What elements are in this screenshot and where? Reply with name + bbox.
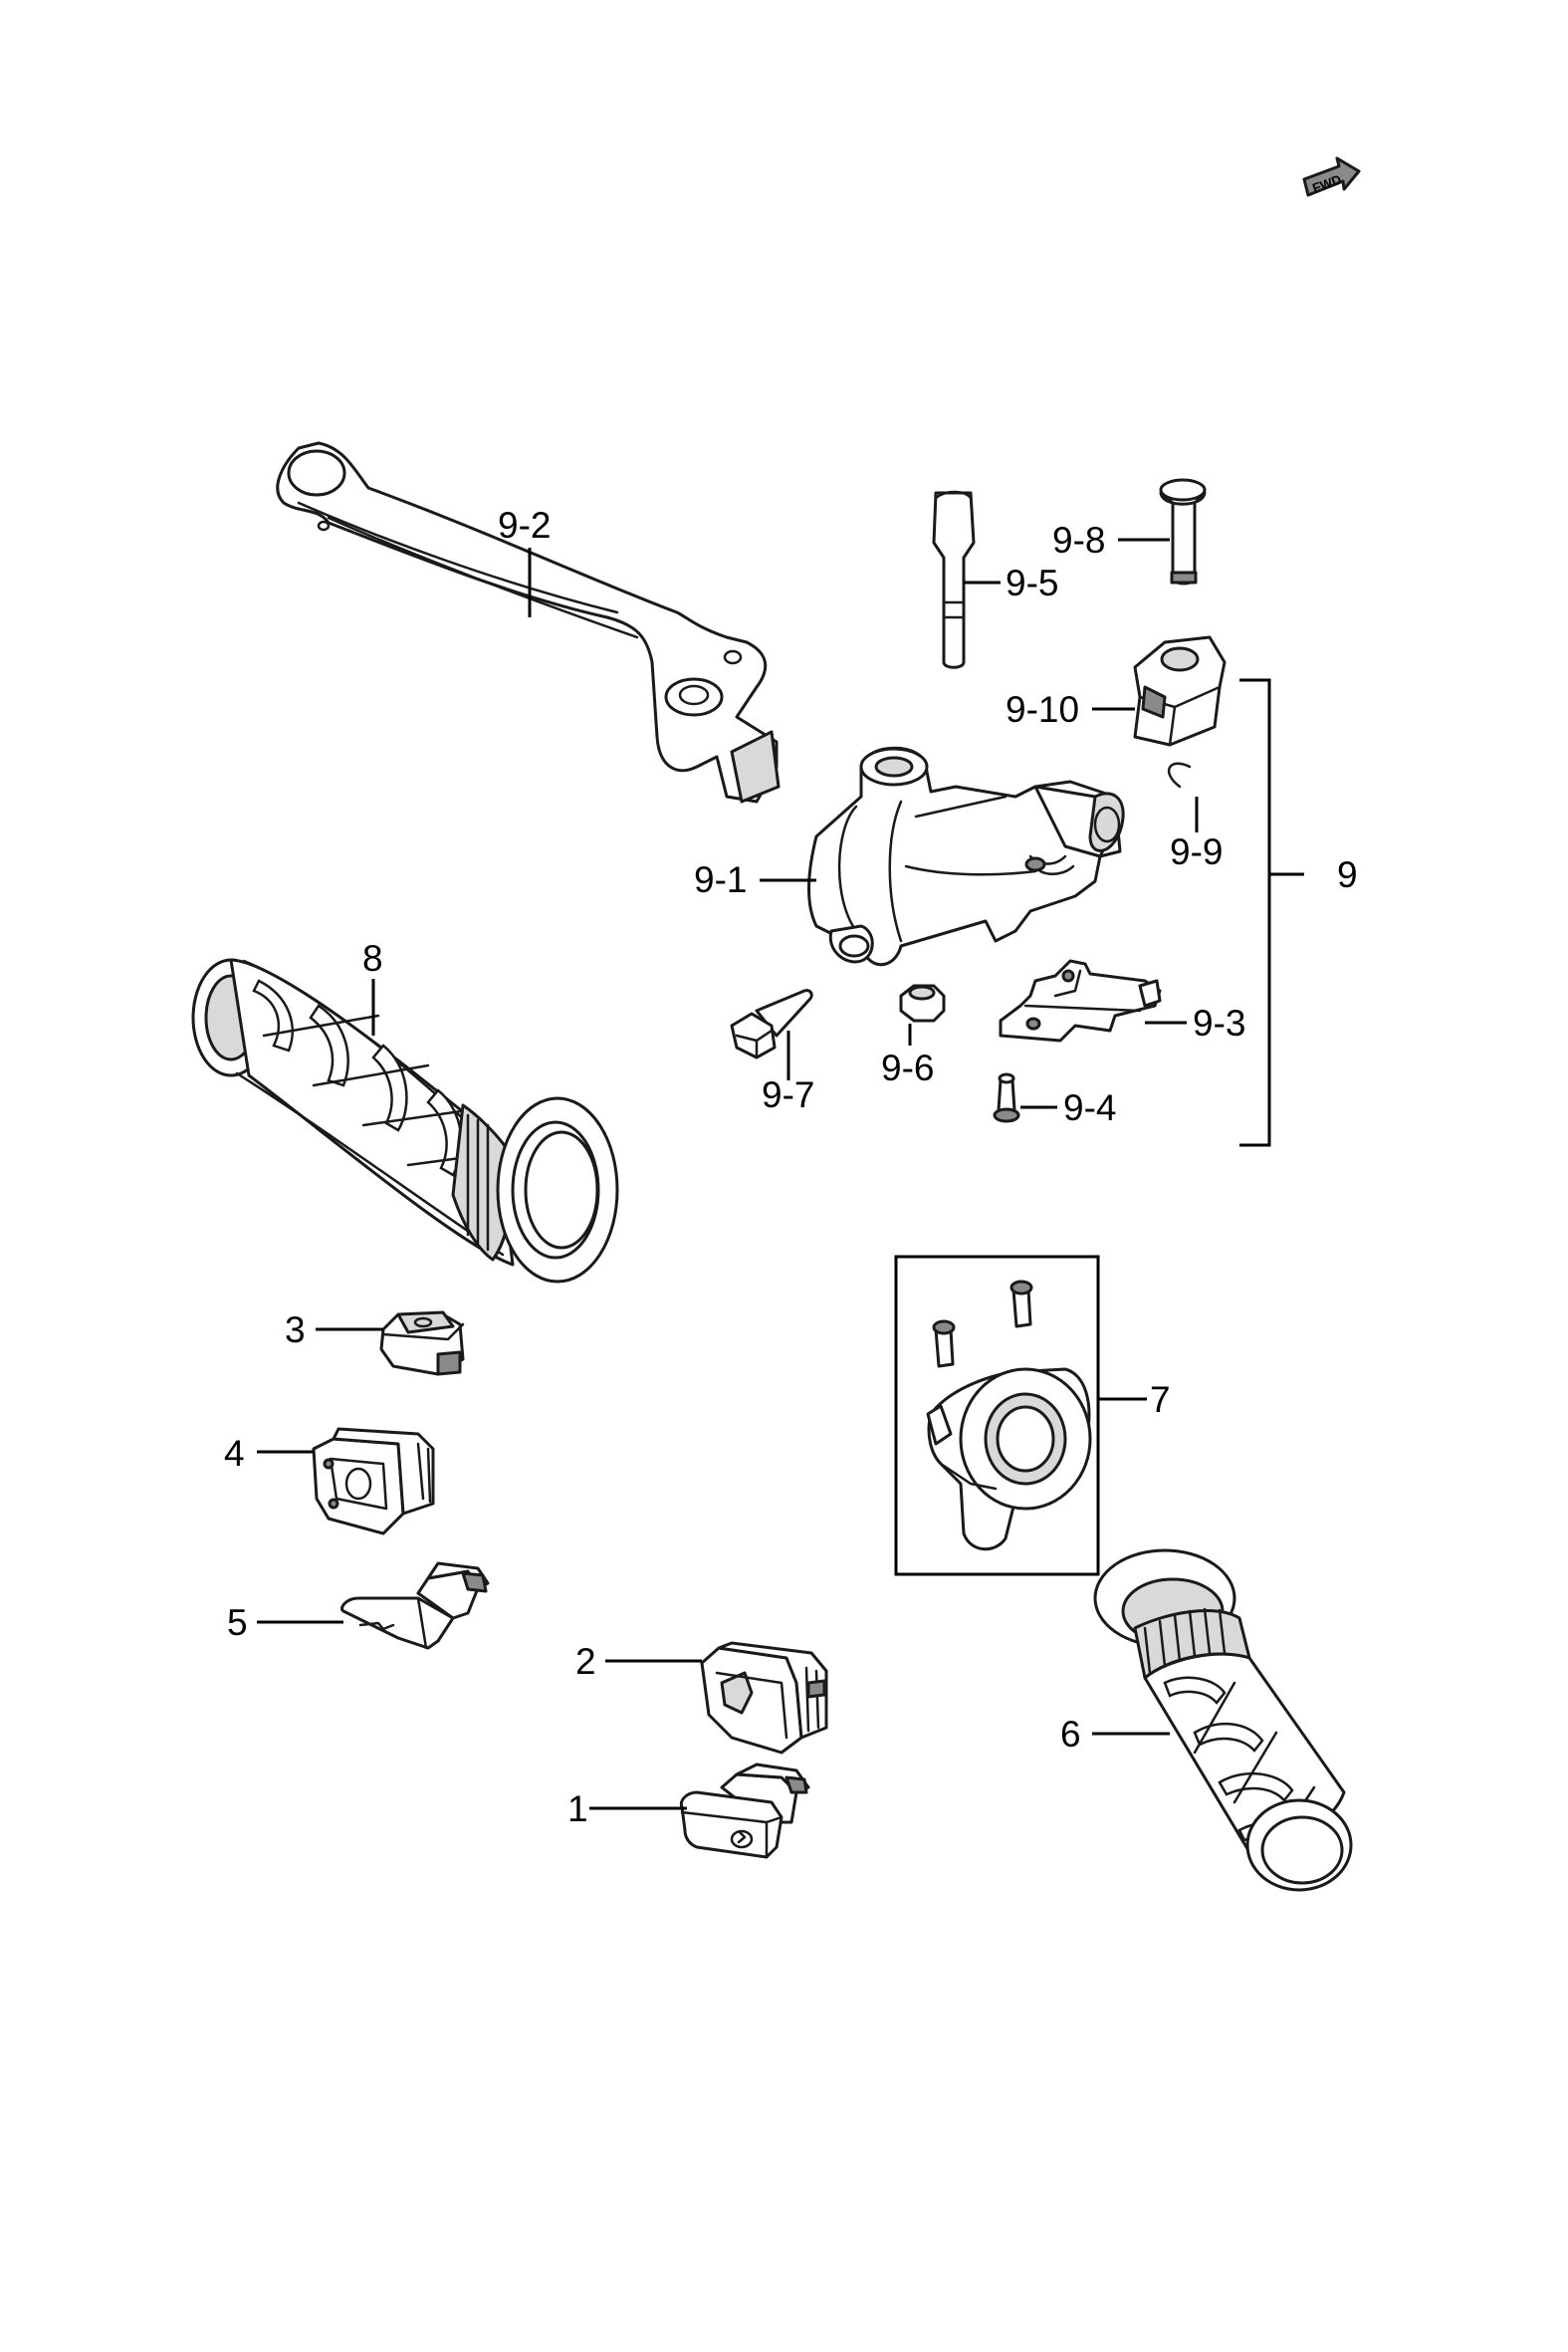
grip-right xyxy=(1093,1548,1353,1892)
clip-9-9 xyxy=(1168,762,1192,789)
callout-9-7: 9-7 xyxy=(762,1074,814,1115)
grip-left xyxy=(191,958,619,1284)
switch-3 xyxy=(379,1310,465,1376)
callout-8: 8 xyxy=(362,938,383,979)
pin-9-8 xyxy=(1159,478,1207,586)
callout-9-4: 9-4 xyxy=(1063,1087,1116,1128)
callout-2: 2 xyxy=(575,1641,596,1682)
callout-9-5: 9-5 xyxy=(1006,563,1058,603)
callout-7: 7 xyxy=(1150,1379,1171,1420)
callout-labels: 9-2 9-8 9-5 9-10 9-9 9 9-1 8 9-3 9-7 9-6… xyxy=(224,505,1358,1829)
callout-4: 4 xyxy=(224,1433,245,1474)
callout-9-9: 9-9 xyxy=(1170,831,1223,872)
callout-5: 5 xyxy=(227,1602,248,1643)
grip-left-tread xyxy=(252,979,485,1177)
throttle-housing xyxy=(926,1280,1092,1551)
group-9-bracket xyxy=(1239,678,1271,1147)
callout-9: 9 xyxy=(1337,854,1358,895)
callout-9-2: 9-2 xyxy=(498,505,551,546)
switch-1-start xyxy=(679,1763,810,1859)
nut-9-6 xyxy=(899,984,946,1023)
throttle-housing-box xyxy=(894,1255,1100,1576)
callout-1: 1 xyxy=(567,1788,588,1829)
brake-lever xyxy=(276,441,781,804)
callout-9-8: 9-8 xyxy=(1052,520,1105,561)
fwd-arrow-icon: FWD xyxy=(1302,156,1361,197)
callout-9-1: 9-1 xyxy=(694,859,747,900)
bracket-9-1 xyxy=(807,746,1125,967)
bolt-9-7 xyxy=(730,989,813,1059)
callout-6: 6 xyxy=(1060,1714,1081,1755)
holder-9-10 xyxy=(1133,635,1227,747)
callout-9-6: 9-6 xyxy=(881,1048,934,1088)
leader-lines xyxy=(257,538,1304,1810)
screw-9-4 xyxy=(993,1072,1020,1123)
callout-3: 3 xyxy=(285,1309,306,1350)
bolt-9-5 xyxy=(932,490,976,669)
switch-4 xyxy=(312,1427,435,1535)
callout-9-10: 9-10 xyxy=(1006,689,1079,730)
callout-9-3: 9-3 xyxy=(1193,1003,1245,1044)
switch-5-horn xyxy=(340,1561,490,1650)
switch-2 xyxy=(700,1641,828,1755)
switch-9-3 xyxy=(999,959,1162,1043)
